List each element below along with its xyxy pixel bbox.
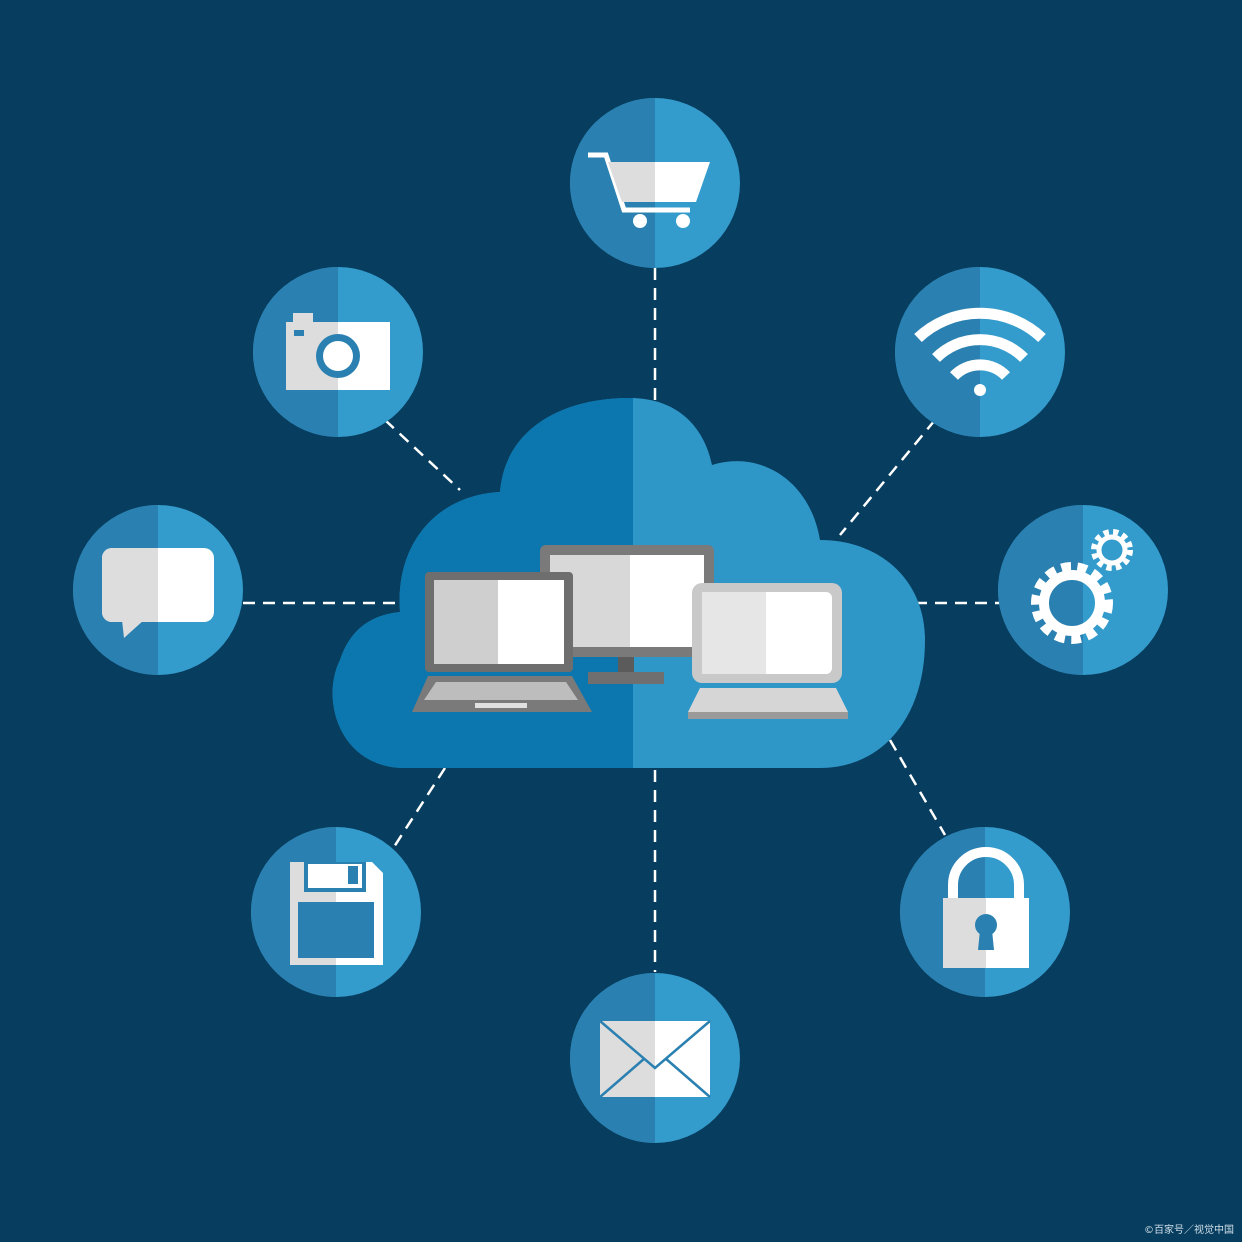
- laptop-right-icon: [688, 583, 848, 719]
- chat-bubble-icon: [102, 548, 214, 638]
- mail-node[interactable]: [570, 973, 740, 1143]
- shopping-cart-node[interactable]: [570, 98, 740, 268]
- connector-lines: [243, 268, 1000, 972]
- lock-icon: [943, 847, 1029, 968]
- settings-node[interactable]: [998, 505, 1168, 675]
- wifi-node[interactable]: [895, 267, 1065, 437]
- camera-icon: [286, 313, 390, 390]
- mail-icon: [599, 1020, 711, 1098]
- chat-node[interactable]: [73, 505, 243, 675]
- shopping-cart-icon: [588, 152, 710, 228]
- lock-node[interactable]: [900, 827, 1070, 997]
- gear-icon: [1031, 529, 1133, 644]
- camera-node[interactable]: [253, 267, 423, 437]
- floppy-disk-node[interactable]: [251, 827, 421, 997]
- laptop-left-icon: [412, 572, 592, 712]
- floppy-disk-icon: [290, 862, 383, 965]
- wifi-icon: [914, 307, 1046, 396]
- watermark: ©百家号／视觉中国: [1144, 1225, 1234, 1236]
